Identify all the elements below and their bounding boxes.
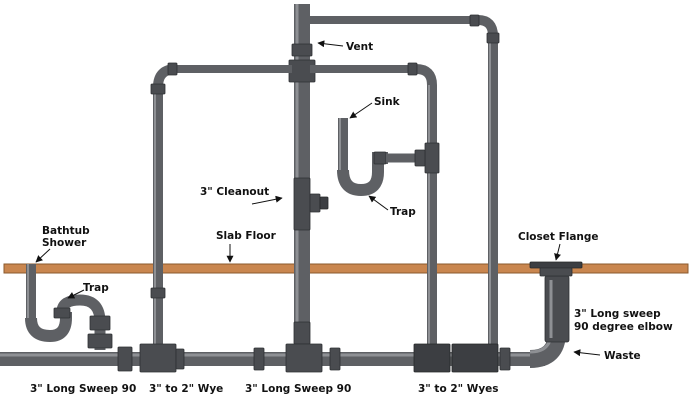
- cleanout-plug: [309, 193, 329, 213]
- bathtub-label-line2: Shower: [42, 237, 87, 249]
- closet-flange: [529, 261, 583, 277]
- closet-flange-label: Closet Flange: [518, 231, 599, 243]
- top-vent-pipe: [310, 14, 500, 344]
- sink-arrow: [349, 102, 373, 119]
- bottom-long-sweep-center-label: 3" Long Sweep 90: [245, 383, 351, 395]
- sink-trap-label: Trap: [390, 206, 416, 218]
- sink-trap: [337, 149, 426, 197]
- bathtub-arrow: [35, 248, 51, 263]
- waste-label: Waste: [604, 350, 641, 362]
- bathtub-trap-arrow: [67, 289, 85, 299]
- long-sweep-elbow-label-line1: 3" Long sweep: [574, 308, 661, 320]
- slab-floor-label: Slab Floor: [216, 230, 277, 242]
- waste-arrow: [573, 349, 601, 357]
- vent-label: Vent: [346, 41, 373, 53]
- sink-drain-pipe: [338, 118, 348, 170]
- cleanout-label: 3" Cleanout: [200, 186, 269, 198]
- bottom-wyes-label: 3" to 2" Wyes: [418, 383, 499, 395]
- cleanout-arrow: [251, 195, 283, 205]
- left-vent-pipe: [150, 62, 292, 352]
- sink-label: Sink: [374, 96, 401, 108]
- bathtub-trap-label: Trap: [83, 282, 109, 294]
- closet-flange-arrow: [554, 243, 561, 261]
- drain-fittings: [117, 343, 511, 373]
- long-sweep-elbow-label-line2: 90 degree elbow: [574, 321, 673, 333]
- vent-arrow: [317, 40, 344, 48]
- sink-vent-pipe: [310, 62, 440, 350]
- main-stack-pipe: [288, 4, 316, 352]
- bathtub-label-line1: Bathtub: [42, 225, 90, 237]
- sink-trap-arrow: [368, 195, 389, 211]
- slab-floor-band: [3, 263, 689, 274]
- bottom-wye-label: 3" to 2" Wye: [149, 383, 223, 395]
- bottom-long-sweep-left-label: 3" Long Sweep 90: [30, 383, 136, 395]
- bathtub-trap: [25, 294, 113, 350]
- bathtub-drain-pipe: [26, 264, 36, 322]
- waste-elbow-pipe: [529, 272, 570, 368]
